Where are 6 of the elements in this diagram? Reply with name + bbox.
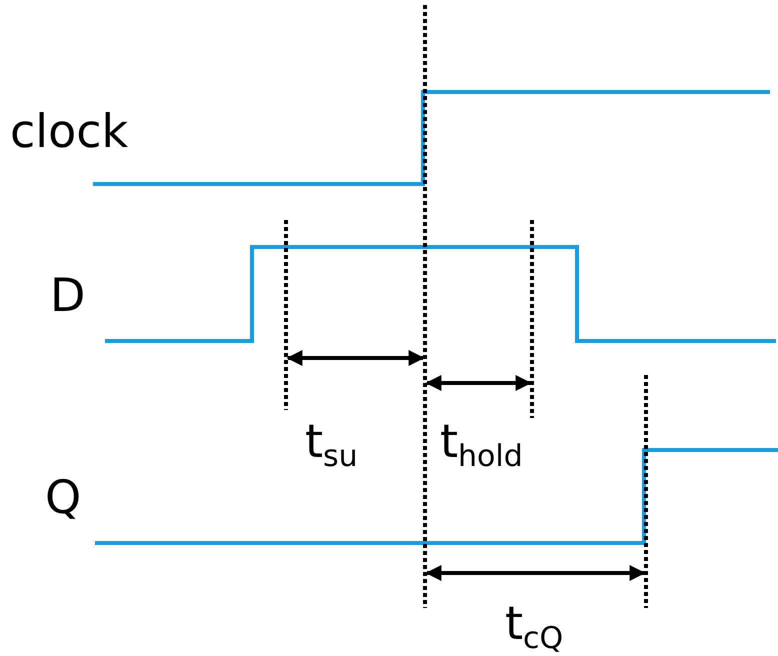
timing-parameter-label: t$_{hold}$ xyxy=(440,418,523,472)
signal-label: D xyxy=(50,272,86,318)
timing-parameter-label: t$_{cQ}$ xyxy=(505,600,564,654)
signal-label: clock xyxy=(10,108,128,154)
timing-parameter-label: t$_{su}$ xyxy=(305,418,358,472)
signal-label: Q xyxy=(45,474,82,520)
